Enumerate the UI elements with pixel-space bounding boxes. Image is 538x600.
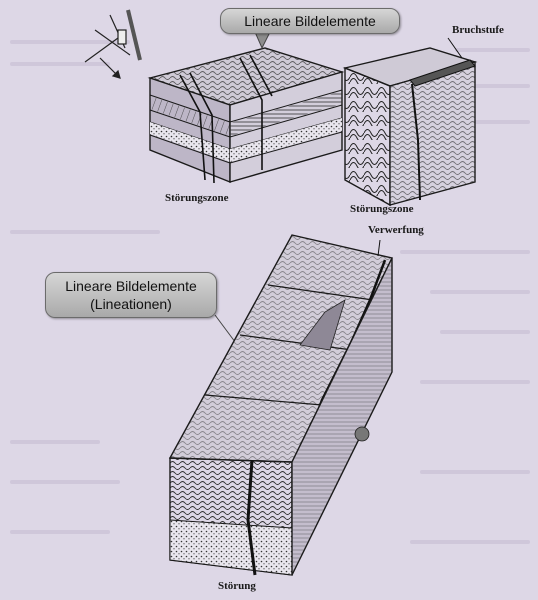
- label-verwerfung: Verwerfung: [368, 224, 424, 236]
- fault-zone-block-left: [85, 10, 342, 183]
- label-stoerung: Störung: [218, 580, 256, 592]
- label-stoerungszone-right: Störungszone: [350, 203, 414, 215]
- label-bruchstufe: Bruchstufe: [452, 24, 504, 36]
- callout-left-line2: (Lineationen): [46, 295, 216, 313]
- fault-zone-block-right: [345, 38, 475, 205]
- callout-left-line1: Lineare Bildelemente: [46, 277, 216, 295]
- label-stoerungszone-left: Störungszone: [165, 192, 229, 204]
- callout-left: Lineare Bildelemente (Lineationen): [45, 272, 217, 318]
- callout-top: Lineare Bildelemente: [220, 8, 400, 34]
- callout-top-text: Lineare Bildelemente: [244, 13, 376, 29]
